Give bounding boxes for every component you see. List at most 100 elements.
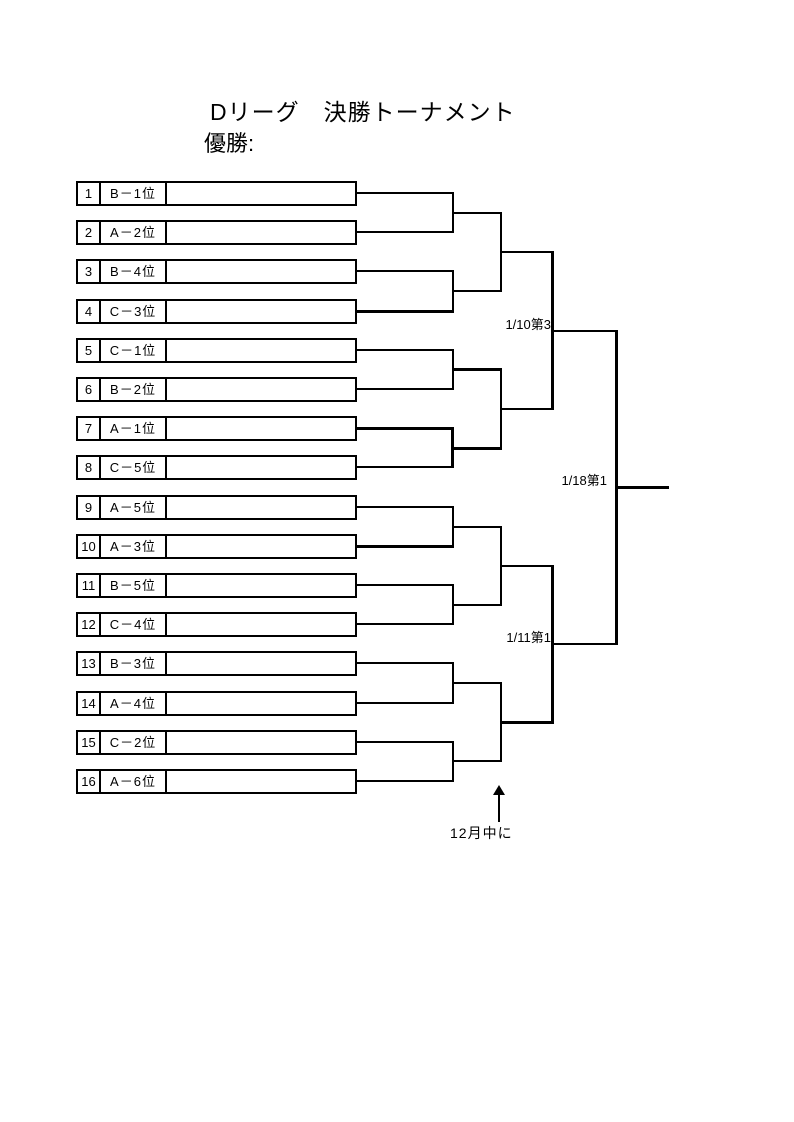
team-name-cell[interactable]: [167, 614, 355, 635]
seed-number-cell: 7: [78, 418, 101, 439]
seed-number-cell: 11: [78, 575, 101, 596]
line-seed13-connector: [357, 662, 453, 664]
seed-row-1: 1 B－1位: [76, 181, 357, 206]
line-match6-winner: [452, 604, 502, 606]
match-date-semifinal-bottom: 1/11第1: [506, 630, 551, 645]
seed-number-cell: 1: [78, 183, 101, 204]
seed-number-cell: 5: [78, 340, 101, 361]
seed-rank-cell: A－5位: [101, 497, 167, 518]
seed-rank-cell: C－5位: [101, 457, 167, 478]
seed-row-13: 13 B－3位: [76, 651, 357, 676]
team-name-cell[interactable]: [167, 457, 355, 478]
seed-number-cell: 12: [78, 614, 101, 635]
seed-rank-cell: B－1位: [101, 183, 167, 204]
seed-rank-cell: A－2位: [101, 222, 167, 243]
seed-number-cell: 9: [78, 497, 101, 518]
line-sf1-winner: [552, 330, 617, 332]
team-name-cell[interactable]: [167, 222, 355, 243]
line-seed4-connector: [357, 310, 453, 313]
seed-row-16: 16 A－6位: [76, 769, 357, 794]
line-seed16-connector: [357, 780, 453, 782]
seed-rank-cell: A－6位: [101, 771, 167, 792]
line-qf4-winner: [500, 721, 554, 724]
line-seed8-connector: [357, 466, 453, 468]
seed-number-cell: 13: [78, 653, 101, 674]
line-seed5-connector: [357, 349, 453, 351]
team-name-cell[interactable]: [167, 261, 355, 282]
seed-rank-cell: C－3位: [101, 301, 167, 322]
seed-number-cell: 6: [78, 379, 101, 400]
team-name-cell[interactable]: [167, 771, 355, 792]
line-match8-winner: [452, 760, 502, 762]
line-seed3-connector: [357, 270, 453, 272]
line-seed6-connector: [357, 388, 453, 390]
team-name-cell[interactable]: [167, 340, 355, 361]
line-match1-winner: [452, 212, 502, 214]
team-name-cell[interactable]: [167, 653, 355, 674]
seed-row-2: 2 A－2位: [76, 220, 357, 245]
seed-row-10: 10 A－3位: [76, 534, 357, 559]
team-name-cell[interactable]: [167, 575, 355, 596]
seed-row-7: 7 A－1位: [76, 416, 357, 441]
line-qf3-winner: [500, 565, 554, 567]
line-match4-winner: [451, 447, 502, 450]
seed-rank-cell: C－4位: [101, 614, 167, 635]
seed-row-9: 9 A－5位: [76, 495, 357, 520]
line-seed15-connector: [357, 741, 453, 743]
team-name-cell[interactable]: [167, 379, 355, 400]
page-title: Dリーグ 決勝トーナメント: [210, 99, 516, 125]
line-match5-winner: [452, 526, 502, 528]
seed-number-cell: 14: [78, 693, 101, 714]
seed-row-11: 11 B－5位: [76, 573, 357, 598]
seed-rank-cell: B－2位: [101, 379, 167, 400]
match-date-final: 1/18第1: [561, 473, 607, 488]
team-name-cell[interactable]: [167, 183, 355, 204]
line-seed9-connector: [357, 506, 453, 508]
seed-number-cell: 10: [78, 536, 101, 557]
line-seed2-connector: [357, 231, 453, 233]
match-date-semifinal-top: 1/10第3: [505, 317, 551, 332]
team-name-cell[interactable]: [167, 301, 355, 322]
line-seed10-connector: [357, 545, 453, 548]
team-name-cell[interactable]: [167, 693, 355, 714]
seed-number-cell: 2: [78, 222, 101, 243]
seed-row-4: 4 C－3位: [76, 299, 357, 324]
seed-row-8: 8 C－5位: [76, 455, 357, 480]
seed-number-cell: 4: [78, 301, 101, 322]
team-name-cell[interactable]: [167, 536, 355, 557]
line-seed14-connector: [357, 702, 453, 704]
seed-row-6: 6 B－2位: [76, 377, 357, 402]
seed-rank-cell: B－4位: [101, 261, 167, 282]
line-match7-winner: [452, 682, 502, 684]
champion-line: 優勝:: [204, 126, 374, 158]
seed-row-14: 14 A－4位: [76, 691, 357, 716]
line-sf2-winner: [552, 643, 617, 645]
seed-rank-cell: B－3位: [101, 653, 167, 674]
team-name-cell[interactable]: [167, 497, 355, 518]
seed-number-cell: 3: [78, 261, 101, 282]
line-champion: [615, 486, 669, 489]
seed-number-cell: 8: [78, 457, 101, 478]
seed-number-cell: 15: [78, 732, 101, 753]
seed-rank-cell: A－4位: [101, 693, 167, 714]
seed-row-15: 15 C－2位: [76, 730, 357, 755]
deadline-note: 12月中に: [450, 825, 513, 841]
line-match2-winner: [452, 290, 502, 292]
seed-row-12: 12 C－4位: [76, 612, 357, 637]
line-seed12-connector: [357, 623, 453, 625]
seed-rank-cell: C－1位: [101, 340, 167, 361]
seed-row-3: 3 B－4位: [76, 259, 357, 284]
deadline-arrow-stem: [498, 794, 500, 822]
seed-rank-cell: B－5位: [101, 575, 167, 596]
line-match3-winner: [452, 368, 502, 371]
line-seed1-connector: [357, 192, 453, 194]
line-seed11-connector: [357, 584, 453, 586]
team-name-cell[interactable]: [167, 732, 355, 753]
line-qf1-winner: [500, 251, 554, 253]
seed-row-5: 5 C－1位: [76, 338, 357, 363]
seed-number-cell: 16: [78, 771, 101, 792]
seed-rank-cell: A－3位: [101, 536, 167, 557]
seed-rank-cell: C－2位: [101, 732, 167, 753]
team-name-cell[interactable]: [167, 418, 355, 439]
